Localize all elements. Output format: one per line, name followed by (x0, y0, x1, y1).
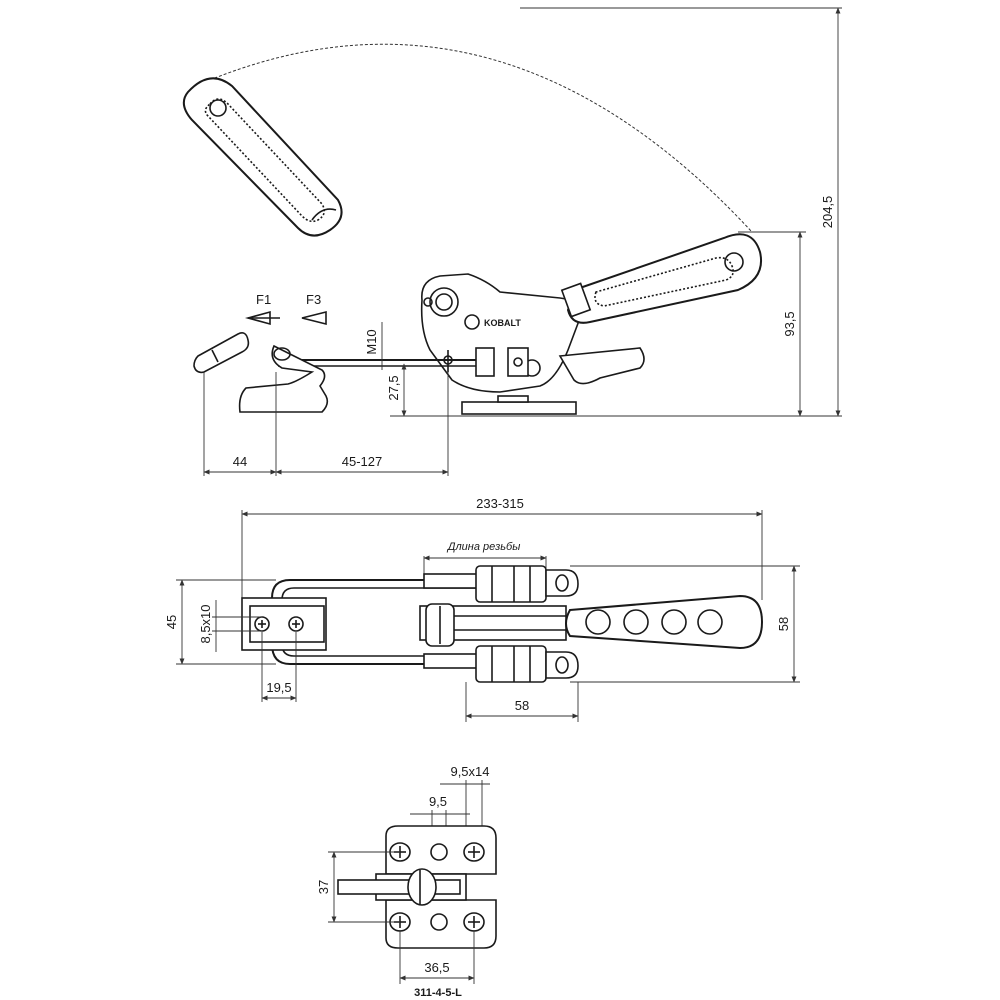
dim-hook-width: 19,5 (266, 680, 291, 695)
base-rod (337, 879, 461, 895)
grip-ridges (585, 609, 723, 635)
thread-label: M10 (364, 329, 379, 354)
base-view: 9,5x14 9,5 37 (316, 764, 497, 999)
base-plate-top (385, 825, 497, 875)
dim-base-length: 58 (515, 698, 529, 713)
dim-base-height: 27,5 (386, 375, 401, 400)
svg-text:KOBALT: KOBALT (484, 318, 521, 328)
force-arrow-f1: F1 (244, 292, 280, 326)
dim-handle-height: 93,5 (782, 311, 797, 336)
dim-overall-height: 204,5 (820, 196, 835, 229)
svg-text:F1: F1 (256, 292, 271, 307)
svg-text:F3: F3 (306, 292, 321, 307)
dim-overall-length: 233-315 (476, 496, 524, 511)
thread-length-label: Длина резьбы (446, 541, 521, 553)
hook (238, 344, 329, 413)
top-view: 233-315 Длина резьбы (164, 496, 800, 722)
locking-pin (193, 332, 250, 374)
dim-offset: 44 (233, 454, 247, 469)
dim-width-right: 58 (776, 617, 791, 631)
dim-hole-spacing: 36,5 (424, 960, 449, 975)
handle-closed-position (560, 233, 762, 324)
handle-open-position (182, 77, 343, 237)
brand-logo: KOBALT (464, 314, 521, 330)
dim-slot-top-view: 8,5x10 (198, 604, 213, 643)
side-view: 204,5 93,5 KOBALT (182, 7, 842, 476)
force-arrow-f3: F3 (301, 292, 327, 326)
part-number: 311-4-5-L (414, 987, 462, 999)
dim-slot-base: 9,5x14 (450, 764, 489, 779)
handle-grip-top (565, 594, 764, 650)
dim-height-base: 37 (316, 880, 331, 894)
dim-hole: 9,5 (429, 794, 447, 809)
handle-swing-arc (204, 43, 753, 233)
base-plate (461, 401, 577, 415)
dim-width-left: 45 (164, 615, 179, 629)
dim-stroke-range: 45-127 (342, 454, 382, 469)
